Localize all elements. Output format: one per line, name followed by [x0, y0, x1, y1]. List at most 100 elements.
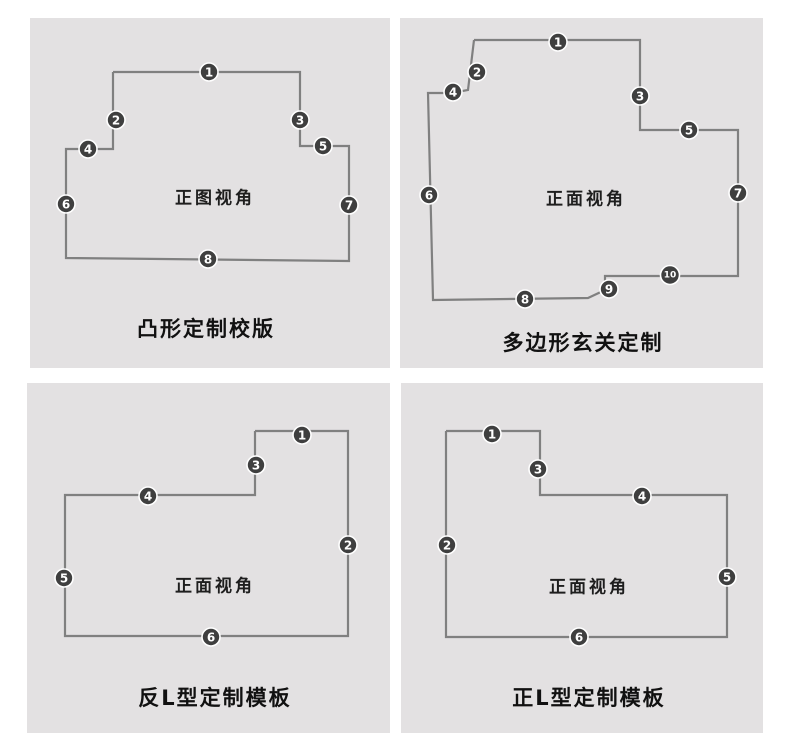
marker-circle [198, 249, 218, 269]
marker-number: 1 [205, 66, 213, 80]
marker-number: 6 [207, 631, 215, 645]
marker-circle [201, 627, 221, 647]
marker-5: 5 [679, 120, 699, 140]
marker-2: 2 [437, 535, 457, 555]
marker-3: 3 [528, 459, 548, 479]
marker-number: 7 [345, 199, 353, 213]
panel-polygon-template: 1 2 3 4 5 6 7 8 9 10 正面视角 多边形玄关定制 [400, 18, 763, 368]
template-caption: 反L型定制模板 [138, 686, 292, 710]
polygon-shape-diagram: 1 2 3 4 5 6 7 8 9 10 [419, 32, 748, 309]
marker-number: 3 [252, 459, 260, 473]
marker-circle [632, 486, 652, 506]
marker-7: 7 [728, 183, 748, 203]
marker-4: 4 [632, 486, 652, 506]
marker-1: 1 [292, 425, 312, 445]
marker-number: 10 [664, 271, 677, 281]
marker-circle [630, 86, 650, 106]
marker-8: 8 [515, 289, 535, 309]
marker-number: 1 [298, 429, 306, 443]
marker-circle [78, 139, 98, 159]
marker-circle [528, 459, 548, 479]
reverse-l-outline [63, 429, 350, 638]
marker-circle [56, 194, 76, 214]
marker-number: 1 [554, 36, 562, 50]
marker-circle [569, 627, 589, 647]
marker-circle [199, 62, 219, 82]
marker-number: 7 [734, 187, 742, 201]
marker-circle [292, 425, 312, 445]
marker-2: 2 [467, 62, 487, 82]
marker-circle [679, 120, 699, 140]
marker-2: 2 [106, 110, 126, 130]
marker-number: 8 [204, 253, 212, 267]
marker-number: 4 [638, 490, 646, 504]
marker-6: 6 [56, 194, 76, 214]
marker-number: 3 [296, 114, 304, 128]
marker-number: 6 [425, 189, 433, 203]
marker-5: 5 [54, 568, 74, 588]
marker-circle [659, 264, 681, 286]
marker-7: 7 [339, 195, 359, 215]
marker-circle [443, 82, 463, 102]
view-label: 正面视角 [175, 576, 255, 597]
marker-number: 2 [473, 66, 481, 80]
marker-5: 5 [717, 567, 737, 587]
marker-10: 10 [659, 264, 681, 286]
marker-circle [548, 32, 568, 52]
marker-number: 5 [319, 140, 327, 154]
marker-circle [419, 185, 439, 205]
marker-5: 5 [313, 136, 333, 156]
marker-circle [290, 110, 310, 130]
marker-circle [54, 568, 74, 588]
view-label: 正面视角 [546, 189, 626, 210]
reverse-l-shape-diagram: 1 2 3 4 5 6 [54, 425, 358, 647]
panel-reverse-l-template: 1 2 3 4 5 6 正面视角 反L型定制模板 [27, 383, 390, 733]
marker-number: 4 [84, 143, 92, 157]
marker-number: 1 [488, 428, 496, 442]
marker-6: 6 [569, 627, 589, 647]
marker-circle [467, 62, 487, 82]
marker-circle [482, 424, 502, 444]
marker-circle [599, 279, 619, 299]
template-caption: 凸形定制校版 [137, 317, 275, 341]
marker-1: 1 [482, 424, 502, 444]
marker-number: 4 [449, 86, 457, 100]
view-label: 正图视角 [175, 188, 255, 209]
marker-number: 4 [144, 490, 152, 504]
marker-number: 2 [443, 539, 451, 553]
marker-3: 3 [246, 455, 266, 475]
marker-circle [106, 110, 126, 130]
marker-1: 1 [548, 32, 568, 52]
marker-4: 4 [443, 82, 463, 102]
marker-2: 2 [338, 535, 358, 555]
template-caption: 正L型定制模板 [512, 686, 666, 710]
marker-number: 5 [60, 572, 68, 586]
convex-outline [64, 70, 351, 263]
marker-number: 5 [723, 571, 731, 585]
marker-circle [246, 455, 266, 475]
marker-6: 6 [419, 185, 439, 205]
marker-circle [717, 567, 737, 587]
marker-number: 8 [521, 293, 529, 307]
marker-9: 9 [599, 279, 619, 299]
marker-circle [515, 289, 535, 309]
marker-1: 1 [199, 62, 219, 82]
view-label: 正面视角 [549, 577, 629, 598]
panel-convex-template: 1 2 3 4 5 6 7 8 正图视角 凸形定制校版 [30, 18, 390, 368]
marker-circle [138, 486, 158, 506]
marker-number: 6 [62, 198, 70, 212]
marker-4: 4 [138, 486, 158, 506]
template-caption: 多边形玄关定制 [502, 331, 664, 355]
marker-3: 3 [630, 86, 650, 106]
marker-number: 9 [605, 283, 613, 297]
marker-8: 8 [198, 249, 218, 269]
marker-number: 5 [685, 124, 693, 138]
marker-6: 6 [201, 627, 221, 647]
marker-number: 3 [636, 90, 644, 104]
marker-3: 3 [290, 110, 310, 130]
marker-4: 4 [78, 139, 98, 159]
marker-number: 2 [344, 539, 352, 553]
marker-circle [339, 195, 359, 215]
marker-number: 2 [112, 114, 120, 128]
marker-number: 6 [575, 631, 583, 645]
